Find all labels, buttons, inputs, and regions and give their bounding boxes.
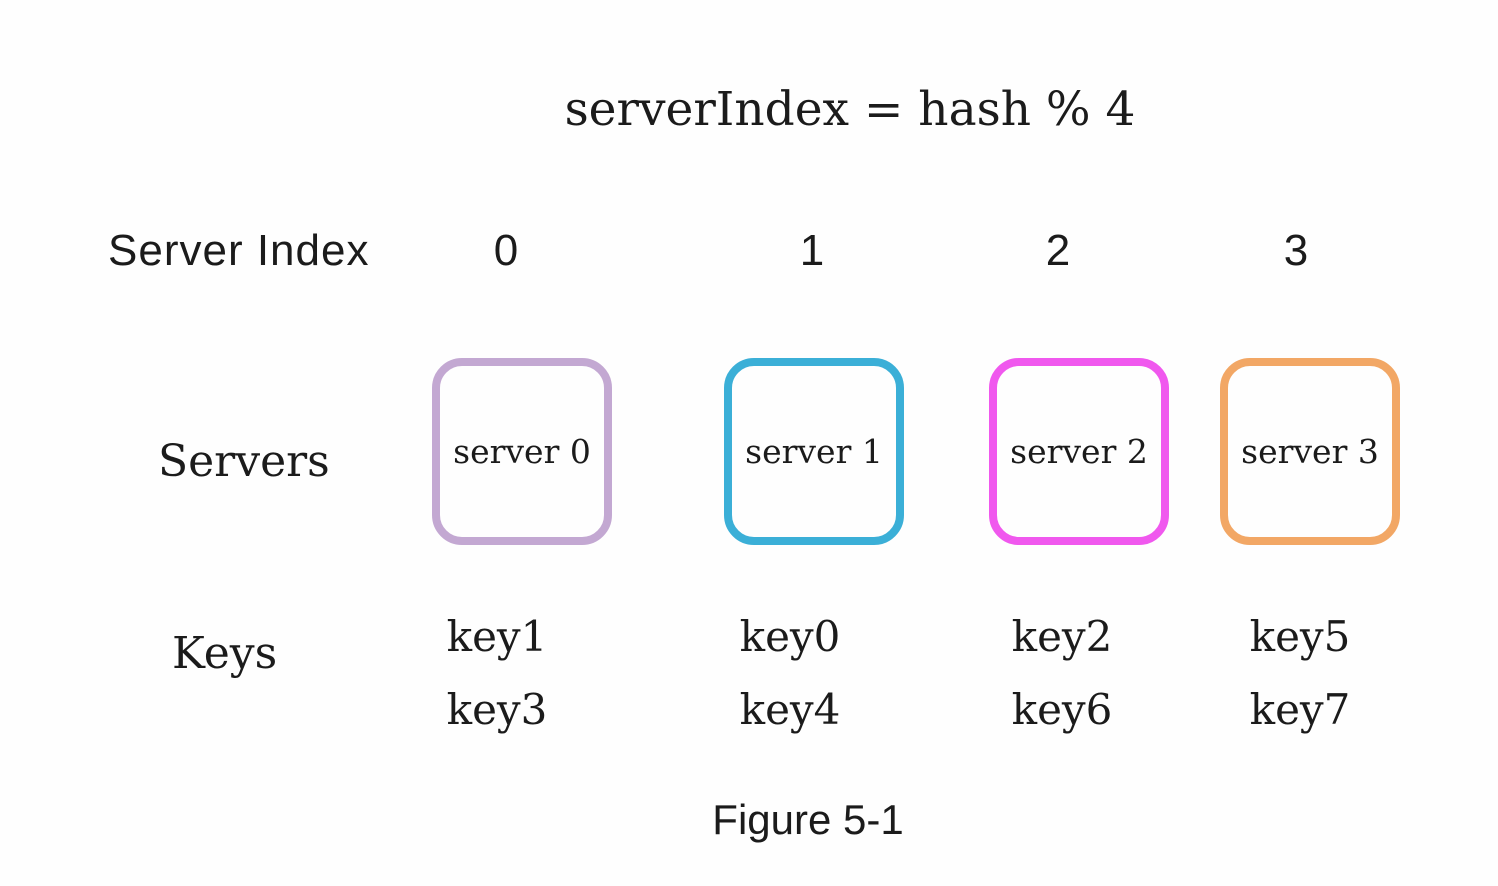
key-item: key4 (739, 685, 841, 734)
server-index-value-2: 2 (1045, 226, 1071, 275)
server-index-value-3: 3 (1283, 226, 1309, 275)
key-item: key0 (739, 612, 841, 661)
key-item: key6 (1011, 685, 1113, 734)
key-item: key7 (1249, 685, 1351, 734)
keys-column-0: key1 key3 (447, 600, 548, 746)
server-box-label-1: server 1 (745, 432, 883, 471)
server-box-3: server 3 (1220, 358, 1400, 545)
key-item: key2 (1011, 612, 1113, 661)
server-box-2: server 2 (989, 358, 1169, 545)
servers-row-label: Servers (158, 436, 330, 487)
server-box-0: server 0 (432, 358, 612, 545)
key-item: key3 (446, 685, 548, 734)
server-box-1: server 1 (724, 358, 904, 545)
server-box-label-0: server 0 (453, 432, 591, 471)
server-index-value-1: 1 (799, 226, 825, 275)
keys-column-2: key2 key6 (1012, 600, 1113, 746)
figure-caption: Figure 5-1 (712, 796, 904, 843)
keys-column-3: key5 key7 (1250, 600, 1351, 746)
keys-column-1: key0 key4 (740, 600, 841, 746)
server-box-label-3: server 3 (1241, 432, 1379, 471)
key-item: key1 (446, 612, 548, 661)
key-item: key5 (1249, 612, 1351, 661)
server-index-value-0: 0 (493, 226, 519, 275)
keys-row-label: Keys (172, 628, 278, 679)
formula-title: serverIndex = hash % 4 (564, 82, 1136, 137)
server-index-row-label: Server Index (108, 226, 370, 275)
server-box-label-2: server 2 (1010, 432, 1148, 471)
